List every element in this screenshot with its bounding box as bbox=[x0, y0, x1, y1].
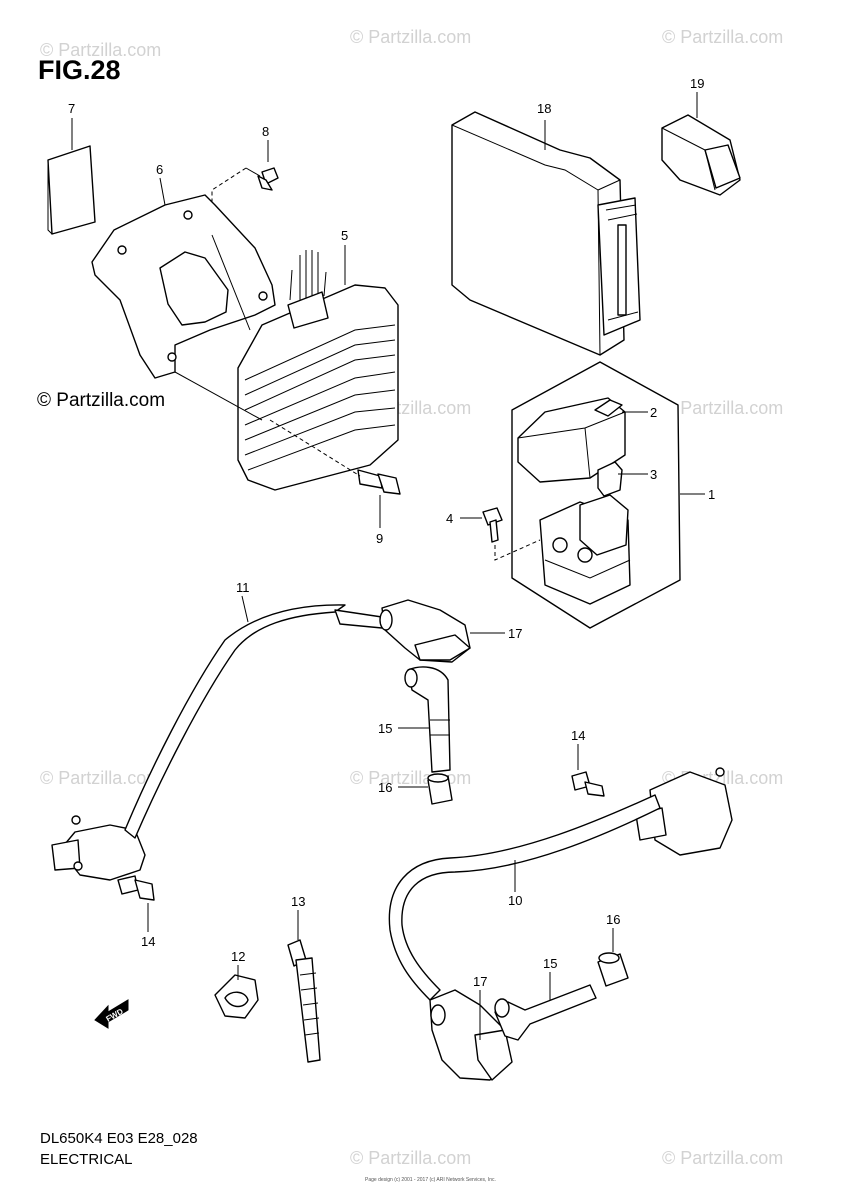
callout-18: 18 bbox=[537, 101, 551, 116]
part-8-bolt[interactable] bbox=[245, 167, 279, 191]
section-name: ELECTRICAL bbox=[40, 1151, 133, 1168]
part-4-screw[interactable] bbox=[482, 507, 503, 543]
callout-7: 7 bbox=[68, 101, 75, 116]
part-14-bolt[interactable] bbox=[571, 771, 605, 797]
callout-3: 3 bbox=[650, 467, 657, 482]
part-14-bolt[interactable] bbox=[117, 875, 155, 901]
part-9-bolt[interactable] bbox=[357, 469, 401, 495]
part-16-cap[interactable] bbox=[427, 773, 453, 805]
callout-8: 8 bbox=[262, 124, 269, 139]
callout-16: 16 bbox=[606, 912, 620, 927]
callout-15: 15 bbox=[543, 956, 557, 971]
callout-4: 4 bbox=[446, 511, 453, 526]
callout-12: 12 bbox=[231, 949, 245, 964]
part-1-relay-assembly[interactable] bbox=[511, 361, 681, 629]
part-16-cap[interactable] bbox=[597, 952, 629, 987]
part-18-ecm[interactable] bbox=[451, 111, 641, 356]
watermark: © Partzilla.com bbox=[40, 768, 162, 788]
callout-6: 6 bbox=[156, 162, 163, 177]
callout-13: 13 bbox=[291, 894, 305, 909]
callout-2: 2 bbox=[650, 405, 657, 420]
part-12-clamp[interactable] bbox=[214, 974, 259, 1019]
watermark: © Partzilla.com bbox=[350, 1148, 472, 1168]
model-code: DL650K4 E03 E28_028 bbox=[40, 1130, 198, 1147]
part-11-ignition-coil[interactable] bbox=[51, 604, 383, 881]
callout-1: 1 bbox=[708, 487, 715, 502]
figure-title: FIG.28 bbox=[38, 55, 121, 85]
part-15-plug-cord[interactable] bbox=[494, 984, 597, 1041]
callout-17: 17 bbox=[473, 974, 487, 989]
watermark: © Partzilla.com bbox=[350, 27, 472, 47]
copyright-notice: © Partzilla.com bbox=[37, 390, 166, 411]
part-7-cushion[interactable] bbox=[47, 145, 96, 235]
watermark: © Partzilla.com bbox=[662, 27, 784, 47]
page-note: Page design (c) 2001 - 2017 (c) ARI Netw… bbox=[365, 1177, 496, 1183]
watermark: © Partzilla.com bbox=[40, 40, 162, 60]
callout-10: 10 bbox=[508, 893, 522, 908]
callout-19: 19 bbox=[690, 76, 704, 91]
part-17-plug-cap[interactable] bbox=[379, 599, 471, 663]
callout-14: 14 bbox=[141, 934, 155, 949]
callout-11: 11 bbox=[236, 580, 250, 595]
part-17-plug-cap[interactable] bbox=[429, 989, 513, 1081]
callout-9: 9 bbox=[376, 531, 383, 546]
callout-5: 5 bbox=[341, 228, 348, 243]
watermark: © Partzilla.com bbox=[662, 1148, 784, 1168]
callout-14: 14 bbox=[571, 728, 585, 743]
part-15-plug-cord[interactable] bbox=[404, 666, 451, 773]
part-13-cable-tie[interactable] bbox=[287, 939, 321, 1063]
callout-15: 15 bbox=[378, 721, 392, 736]
forward-arrow-icon bbox=[94, 999, 129, 1029]
part-5-regulator[interactable] bbox=[237, 250, 399, 491]
part-6-bracket[interactable] bbox=[91, 194, 276, 379]
callout-17: 17 bbox=[508, 626, 522, 641]
callout-16: 16 bbox=[378, 780, 392, 795]
part-19-connector[interactable] bbox=[661, 114, 741, 196]
watermark: © Partzilla.com bbox=[662, 398, 784, 418]
